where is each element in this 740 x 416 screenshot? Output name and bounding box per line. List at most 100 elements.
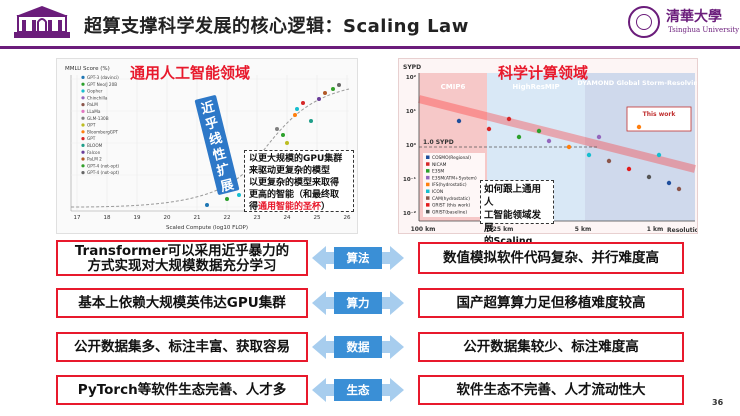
- y-tick-label: 10¹: [406, 108, 417, 115]
- note-highlight: 通用智能的圣杯: [258, 202, 322, 212]
- model-point: [546, 138, 552, 144]
- legend-bg: [423, 153, 485, 217]
- model-point: [636, 124, 642, 130]
- sci-data-box: 公开数据集较少、标注难度高: [418, 332, 684, 362]
- x-axis-label: Scaled Compute (log10 FLOP): [166, 225, 248, 231]
- x-tick-label: 19: [134, 215, 141, 221]
- tag-compute: 算力: [334, 292, 382, 314]
- legend-marker: [81, 75, 85, 79]
- model-point: [646, 174, 652, 180]
- model-point: [323, 91, 327, 95]
- ai-ecosystem-box: PyTorch等软件生态完善、人才多: [56, 375, 308, 405]
- legend-marker: [81, 109, 85, 113]
- right-panel-title: 科学计算领域: [498, 64, 589, 82]
- legend-entry: GRIST(baseline): [432, 209, 467, 215]
- seal-icon: [628, 6, 660, 38]
- tsinghua-gate-logo: [14, 6, 70, 38]
- note-line: 来驱动更复杂的模型: [249, 166, 331, 176]
- note-line: 更高的智能（和最终取: [249, 190, 340, 200]
- legend-marker: [81, 116, 85, 120]
- legend-entry: Chinchilla: [87, 95, 108, 100]
- legend-entry: GLM-130B: [87, 116, 109, 121]
- model-point: [566, 144, 572, 150]
- x-tick-label: 100 km: [411, 226, 436, 233]
- row-text-line: Transformer可以采用近乎暴力的: [74, 243, 290, 259]
- question-line: 如何跟上通用人: [484, 184, 542, 208]
- legend-entry: NICAM: [432, 162, 447, 168]
- model-point: [536, 128, 542, 134]
- tag-algorithm: 算法: [334, 247, 382, 269]
- sci-ecosystem-box: 软件生态不完善、人才流动性大: [418, 375, 684, 405]
- legend-marker: [81, 143, 85, 147]
- legend-marker: [426, 209, 430, 214]
- gpu-scaling-note: 以更大规模的GPU集群 来驱动更复杂的模型 以更复杂的模型来取得 更高的智能（和…: [244, 150, 354, 212]
- legend-entry: E3SM(ATM+System): [432, 175, 477, 181]
- model-point: [626, 166, 632, 172]
- legend-entry: GPT-4 (not-opt): [87, 170, 119, 175]
- legend-entry: GPT-3 (davinci): [87, 75, 119, 80]
- slide-header: 超算支撑科学发展的核心逻辑：Scaling Law 清華大學 Tsinghua …: [0, 0, 740, 46]
- x-tick-label: 22: [224, 215, 231, 221]
- legend-marker: [81, 130, 85, 134]
- model-point: [456, 118, 462, 124]
- x-tick-label: 17: [74, 215, 81, 221]
- x-tick-label: 5 km: [575, 226, 592, 233]
- x-axis-label: Resolution: [667, 227, 698, 234]
- legend-entry: ICON: [432, 189, 443, 195]
- model-point: [666, 180, 672, 186]
- legend-marker: [426, 189, 430, 193]
- left-panel-title: 通用人工智能领域: [130, 64, 251, 82]
- model-point: [317, 97, 321, 101]
- y-tick-label: 10²: [406, 74, 417, 81]
- legend-entry: Gopher: [87, 89, 103, 94]
- model-point: [656, 152, 662, 158]
- legend-marker: [81, 150, 85, 154]
- model-point: [331, 87, 335, 91]
- band-dyamond: [585, 73, 695, 221]
- legend-marker: [81, 82, 85, 86]
- sypd-chart-svg: CMIP6 HighResMIP DYAMOND Global Storm-Re…: [403, 64, 698, 234]
- legend-marker: [426, 175, 430, 180]
- ai-data-box: 公开数据集多、标注丰富、获取容易: [56, 332, 308, 362]
- legend-entry: GPT Neo/J 20B: [87, 82, 117, 87]
- legend-entry: CAM(hydrostatic): [432, 196, 470, 202]
- y-axis-label: SYPD: [403, 64, 421, 71]
- model-point: [606, 158, 612, 164]
- model-point: [275, 127, 279, 131]
- x-tick-label: 25: [314, 215, 321, 221]
- x-tick-label: 25 km: [493, 226, 514, 233]
- legend-marker: [81, 123, 85, 127]
- row-text-line: 方式实现对大规模数据充分学习: [87, 258, 277, 274]
- question-line: 工智能领域发展: [484, 210, 542, 234]
- legend-entry: GPT-4 (not-opt): [87, 163, 119, 168]
- y-tick-label: 10⁻¹: [403, 176, 417, 183]
- model-point: [486, 126, 492, 132]
- model-point: [337, 83, 341, 87]
- model-point: [237, 193, 241, 197]
- legend-marker: [426, 182, 430, 187]
- legend-marker: [81, 89, 85, 93]
- model-point: [293, 113, 297, 117]
- note-line: 以更复杂的模型来取得: [249, 178, 340, 188]
- legend-entry: Falcon: [87, 150, 101, 155]
- scaling-law-question: 如何跟上通用人 工智能领域发展 的Scaling Law?: [480, 180, 554, 260]
- legend-marker: [81, 157, 85, 161]
- model-point: [295, 107, 299, 111]
- trend-curve: [70, 88, 350, 208]
- threshold-label: 1.0 SYPD: [423, 139, 454, 146]
- model-point: [309, 119, 313, 123]
- this-work-label: This work: [643, 111, 677, 118]
- legend-entry: OPT: [87, 123, 96, 128]
- x-tick-label: 24: [284, 215, 291, 221]
- x-tick-label: 20: [164, 215, 171, 221]
- x-tick-label: 26: [344, 215, 351, 221]
- legend-entry: PaLM 2: [87, 157, 102, 162]
- legend-marker: [81, 137, 85, 141]
- legend-entry: E3SM: [432, 169, 444, 175]
- legend-marker: [81, 103, 85, 107]
- model-point: [281, 133, 285, 137]
- header-divider: [0, 46, 740, 49]
- model-point: [676, 186, 682, 192]
- page-number: 36: [712, 398, 724, 407]
- model-point: [285, 141, 289, 145]
